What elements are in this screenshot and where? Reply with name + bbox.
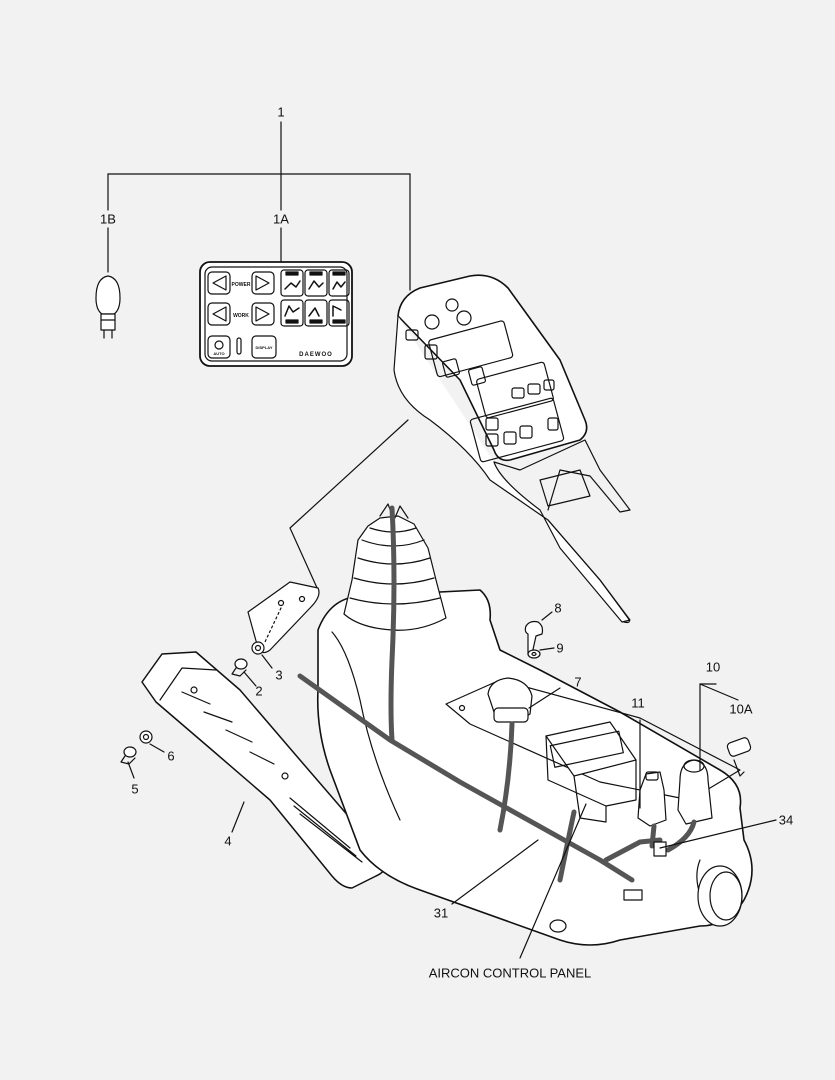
label-10: 10 xyxy=(705,659,721,675)
panel-work-text: WORK xyxy=(233,313,249,319)
console-body xyxy=(316,503,753,946)
label-1a: 1A xyxy=(273,211,289,227)
screw-8 xyxy=(524,620,544,655)
label-10a: 10A xyxy=(729,701,753,717)
screw-5 xyxy=(120,746,137,765)
screw-2 xyxy=(231,658,248,677)
wire-harness-31 xyxy=(297,505,697,883)
label-34: 34 xyxy=(778,812,794,828)
label-7: 7 xyxy=(574,674,582,690)
label-1: 1 xyxy=(277,104,285,120)
switch-panel-1a xyxy=(199,261,353,367)
leader-lines-1 xyxy=(107,121,411,291)
bulb-1b xyxy=(95,275,121,339)
label-5: 5 xyxy=(131,781,139,797)
label-6: 6 xyxy=(167,748,175,764)
label-1b: 1B xyxy=(100,211,116,227)
panel-power-text: POWER xyxy=(232,282,251,288)
label-9: 9 xyxy=(556,640,564,656)
panel-brand-text: DAEWOO xyxy=(299,352,333,358)
label-4: 4 xyxy=(224,833,232,849)
label-2: 2 xyxy=(255,683,263,699)
instrument-panel-1 xyxy=(393,274,631,624)
label-31: 31 xyxy=(433,905,449,921)
label-8: 8 xyxy=(554,600,562,616)
washer-9 xyxy=(527,649,541,659)
label-aircon-control-panel: AIRCON CONTROL PANEL xyxy=(428,965,592,981)
panel-auto-text: AUTO xyxy=(213,351,224,356)
leader-panel-bracket xyxy=(289,419,409,591)
washer-6 xyxy=(139,730,153,744)
leader-lines xyxy=(451,683,777,959)
label-3: 3 xyxy=(275,667,283,683)
label-11: 11 xyxy=(631,695,645,711)
washer-3 xyxy=(251,641,265,655)
panel-display-text: DISPLAY xyxy=(256,345,273,350)
